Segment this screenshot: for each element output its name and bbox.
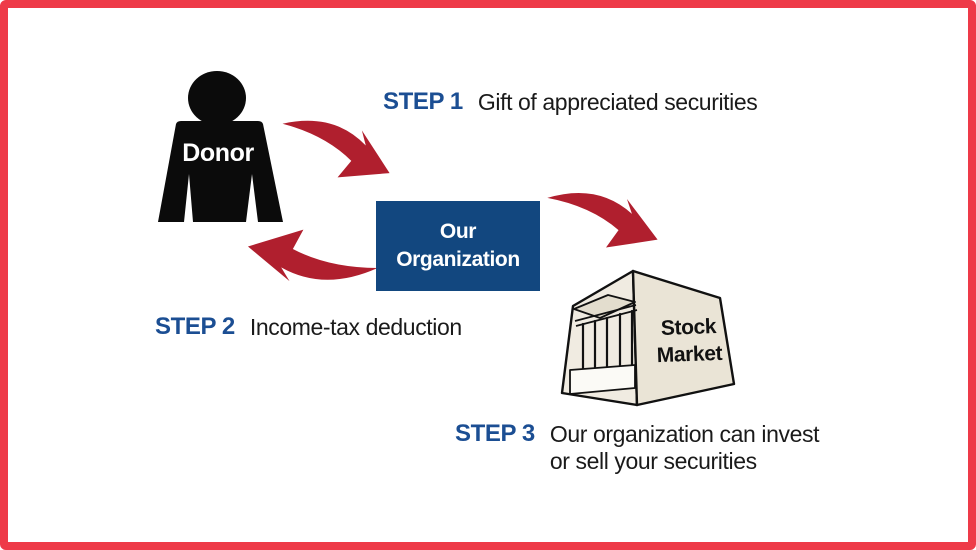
step-2-caption: STEP 2 Income-tax deduction — [155, 313, 462, 341]
our-organization-label-line1: Our — [439, 220, 477, 243]
step-3-label: STEP 3 — [455, 420, 535, 447]
building-columns — [581, 309, 634, 370]
stock-market-label-line1: Stock — [660, 315, 717, 340]
step-3-text-line2: or sell your securities — [549, 448, 757, 474]
building-base-steps — [569, 364, 636, 395]
step-1-label: STEP 1 — [383, 88, 463, 115]
arrow-step1-donor-to-organization — [273, 113, 398, 188]
donor-figure-icon — [158, 71, 283, 222]
our-organization-box: Our Organization — [376, 201, 540, 291]
donor-head — [188, 71, 246, 125]
step-2-label: STEP 2 — [155, 313, 235, 340]
step-3-text-line1: Our organization can invest — [549, 421, 820, 447]
step-1-caption: STEP 1 Gift of appreciated securities — [383, 88, 758, 116]
step-2-text: Income-tax deduction — [249, 314, 462, 340]
stock-market-label-line2: Market — [656, 341, 723, 368]
stock-market-label: Stock Market — [635, 312, 743, 370]
building-pediment — [573, 294, 636, 319]
our-organization-label-line2: Organization — [396, 248, 520, 271]
arrow-step2-organization-to-donor — [247, 227, 378, 283]
step-3-caption: STEP 3 Our organization can invest or se… — [455, 420, 819, 475]
step-3-text: Our organization can invest or sell your… — [549, 420, 820, 475]
stock-market-building-icon — [560, 269, 736, 407]
arrow-step3-organization-to-market — [541, 187, 663, 255]
donor-label: Donor — [182, 139, 254, 167]
building-right-face — [631, 269, 736, 407]
donor-body — [158, 121, 283, 222]
step-1-text: Gift of appreciated securities — [477, 89, 758, 115]
